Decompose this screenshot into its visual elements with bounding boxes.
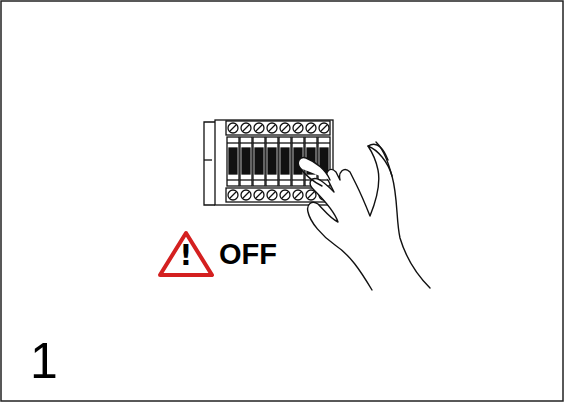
breaker-body — [253, 137, 265, 186]
breaker-line — [253, 179, 265, 180]
screw — [306, 190, 316, 200]
breaker-toggle — [268, 148, 276, 174]
screw-slot — [308, 192, 314, 198]
breaker-toggle — [255, 148, 263, 174]
step-number: 1 — [30, 336, 58, 386]
screw — [319, 123, 329, 133]
screw — [228, 190, 238, 200]
breaker-line — [240, 179, 252, 180]
breaker-body — [279, 137, 291, 186]
breaker-line — [279, 179, 291, 180]
off-label: OFF — [219, 240, 277, 269]
screw-slot — [295, 192, 301, 198]
bracket-tick — [204, 159, 212, 160]
panel-bracket — [204, 122, 215, 205]
screw — [280, 123, 290, 133]
breaker-toggle — [229, 148, 237, 174]
screw — [254, 190, 264, 200]
sleeve-edge — [368, 144, 388, 160]
hand-outline — [308, 146, 430, 290]
screw-slot — [230, 192, 236, 198]
screw — [293, 190, 303, 200]
hand — [298, 142, 430, 290]
warning-mark: ! — [180, 242, 193, 270]
index-finger — [298, 158, 330, 180]
breaker-body — [227, 137, 239, 186]
breaker-line — [305, 142, 317, 143]
screw-slot — [256, 125, 262, 131]
screw — [241, 123, 251, 133]
screw-slot — [256, 192, 262, 198]
screw — [267, 123, 277, 133]
breaker-line — [240, 142, 252, 143]
screw — [254, 123, 264, 133]
screw-slot — [282, 125, 288, 131]
screw — [306, 123, 316, 133]
breaker-toggle — [242, 148, 250, 174]
breaker-body — [266, 137, 278, 186]
screw-slot — [321, 125, 327, 131]
screw-slot — [295, 125, 301, 131]
screw — [293, 123, 303, 133]
breaker-toggle — [281, 148, 289, 174]
breaker-line — [227, 142, 239, 143]
screw-slot — [243, 192, 249, 198]
screw-slot — [269, 125, 275, 131]
warning-triangle — [160, 233, 212, 275]
breaker-line — [266, 179, 278, 180]
breaker-body — [240, 137, 252, 186]
breaker-line — [279, 142, 291, 143]
screw-slot — [269, 192, 275, 198]
breaker-line — [318, 142, 330, 143]
breaker-line — [253, 142, 265, 143]
breaker-line — [292, 142, 304, 143]
screw — [228, 123, 238, 133]
breaker-line — [266, 142, 278, 143]
breaker-panel — [204, 120, 333, 205]
screw — [280, 190, 290, 200]
sleeve-line — [376, 142, 392, 176]
finger-crease — [300, 168, 322, 186]
breaker-line — [227, 179, 239, 180]
screw-slot — [230, 125, 236, 131]
screw — [241, 190, 251, 200]
screw-slot — [282, 192, 288, 198]
breaker-line — [292, 179, 304, 180]
screw-slot — [308, 125, 314, 131]
screw — [267, 190, 277, 200]
screw-slot — [243, 125, 249, 131]
top-rail — [226, 121, 330, 135]
